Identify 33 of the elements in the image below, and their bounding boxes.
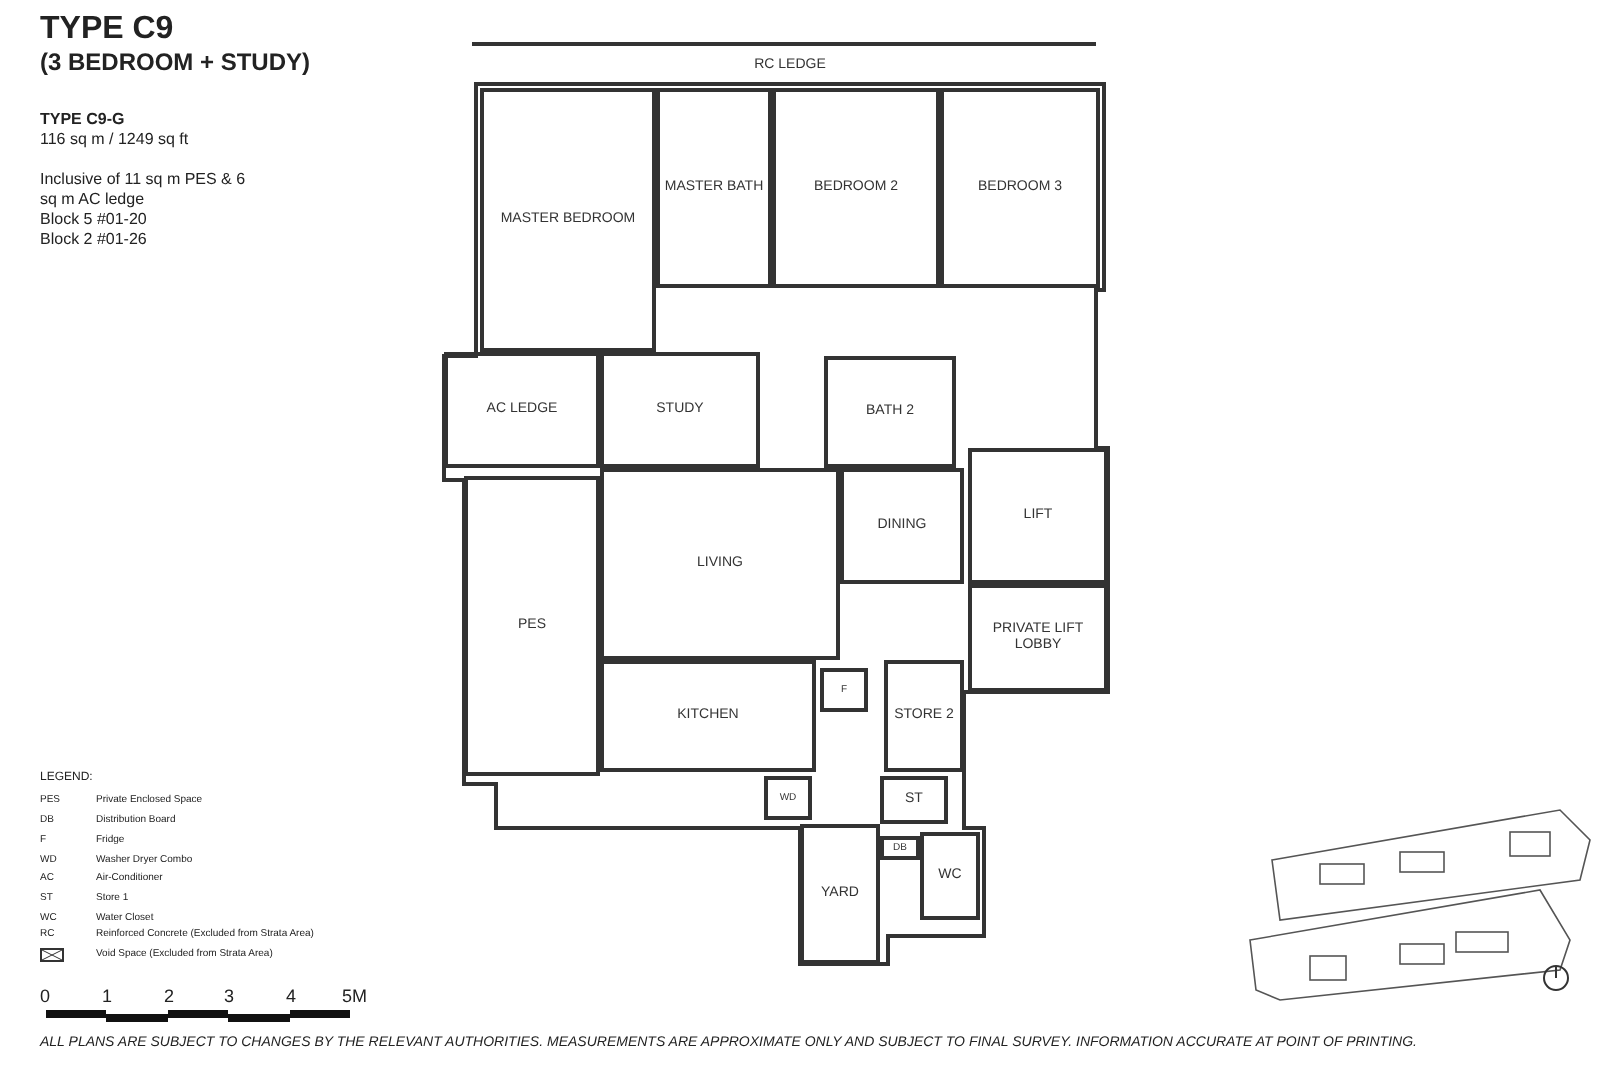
room-area — [840, 468, 964, 584]
scale-number: 1 — [102, 986, 113, 1006]
room-area — [880, 836, 920, 860]
room-area — [880, 776, 948, 824]
unit-number: Block 2 #01-26 — [40, 230, 147, 248]
room-area — [464, 476, 600, 776]
room-area — [820, 668, 868, 712]
room-area — [884, 660, 964, 772]
room-area — [764, 776, 812, 820]
room-area — [600, 468, 840, 660]
room-area — [824, 356, 956, 468]
area-text: 116 sq m / 1249 sq ft — [40, 130, 189, 148]
room-area — [968, 584, 1108, 692]
room-area — [444, 352, 600, 468]
room-area — [800, 824, 880, 964]
unit-number: Block 5 #01-20 — [40, 210, 147, 228]
room-area — [772, 88, 940, 288]
room-area — [968, 448, 1108, 584]
room-area — [940, 88, 1100, 288]
scale-number: 2 — [164, 986, 175, 1006]
plan-subtitle: (3 BEDROOM + STUDY) — [40, 48, 311, 76]
room-area — [480, 88, 656, 352]
scale-number: 3 — [224, 986, 235, 1006]
scale-number: 4 — [286, 986, 297, 1006]
room-area — [920, 832, 980, 920]
unit-type-label: TYPE C9-G — [40, 110, 125, 128]
room-area — [600, 660, 816, 772]
scale-number: 5M — [342, 986, 368, 1006]
inclusion-note: Inclusive of 11 sq m PES & 6 sq m AC ledge — [40, 170, 248, 210]
plan-title: TYPE C9 — [40, 12, 174, 48]
room-area — [656, 88, 772, 288]
room-area — [600, 352, 760, 468]
scale-number: 0 — [40, 986, 51, 1006]
